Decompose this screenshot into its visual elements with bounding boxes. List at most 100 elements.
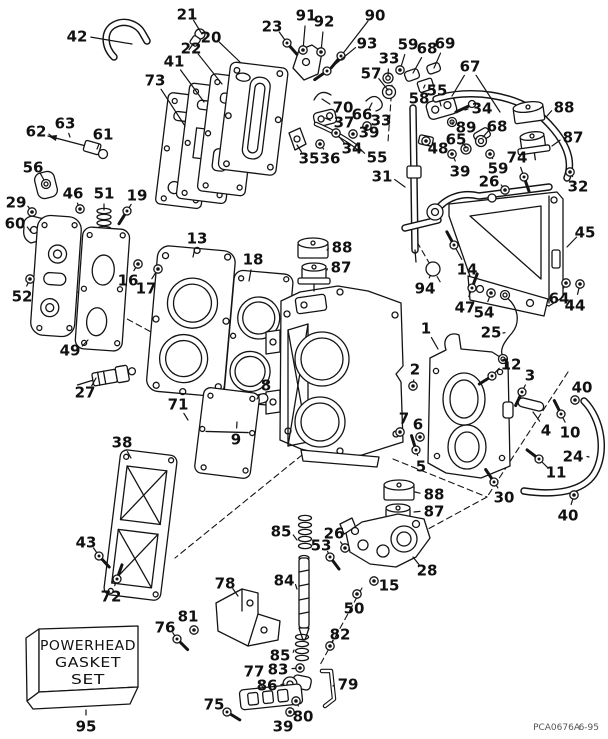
leader-line-84 xyxy=(294,583,298,590)
part-callout-83: 83 xyxy=(268,661,289,679)
part-callout-39: 39 xyxy=(273,718,294,736)
washer-nut-center-52 xyxy=(28,277,32,281)
leader-line-87 xyxy=(551,139,561,147)
part-callout-70: 70 xyxy=(333,99,354,117)
leader-line-88 xyxy=(414,491,421,494)
part-callout-63: 63 xyxy=(55,115,76,133)
temperature-sensor-21 xyxy=(188,28,206,51)
part-callout-31: 31 xyxy=(372,168,393,186)
part-callout-59: 59 xyxy=(398,36,419,54)
part-callout-87: 87 xyxy=(563,129,584,147)
part-callout-68: 68 xyxy=(487,118,508,136)
washer-nut-center-26 xyxy=(343,546,347,550)
exhaust-outer-cover-38 xyxy=(103,449,178,601)
bolt-head-center-74 xyxy=(522,175,526,179)
exhaust-plate-stack xyxy=(155,61,289,210)
part-callout-41: 41 xyxy=(164,53,185,71)
part-callout-80: 80 xyxy=(293,708,314,726)
part-callout-27: 27 xyxy=(75,384,96,402)
part-callout-26: 26 xyxy=(324,525,345,543)
washer-nut-center-36 xyxy=(318,142,322,146)
part-callout-32: 32 xyxy=(568,178,589,196)
leader-line-49 xyxy=(81,339,89,347)
leader-line-68 xyxy=(482,130,489,138)
part-callout-17: 17 xyxy=(136,280,157,298)
part-callout-45: 45 xyxy=(575,224,596,242)
leader-line-55 xyxy=(357,146,366,154)
part-callout-58: 58 xyxy=(409,90,430,108)
part-callout-60: 60 xyxy=(5,215,26,233)
part-callout-8: 8 xyxy=(261,377,271,395)
bolt-head-center-93 xyxy=(325,69,329,73)
spring-85-lower xyxy=(294,633,310,662)
part-callout-85: 85 xyxy=(271,523,292,541)
leader-line-86 xyxy=(280,683,285,686)
part-callout-55: 55 xyxy=(367,149,388,167)
shift-shaft-31 xyxy=(401,104,442,263)
revision-date: 6-95 xyxy=(579,723,599,733)
part-callout-81: 81 xyxy=(178,608,199,626)
leader-line-68 xyxy=(412,56,423,74)
spring-85-upper xyxy=(297,514,313,550)
leader-line-77 xyxy=(258,680,264,689)
washer-nut-center-16 xyxy=(136,262,140,266)
part-callout-62: 62 xyxy=(26,123,47,141)
part-callout-28: 28 xyxy=(417,562,438,580)
washer-nut-center-26 xyxy=(503,188,507,192)
exhaust-cover-20 xyxy=(217,61,289,176)
leader-line-21 xyxy=(193,19,203,35)
washer-nut-center-40 xyxy=(572,493,576,497)
leader-line-8 xyxy=(256,393,261,400)
exhaust-inner-gasket-71 xyxy=(194,387,260,479)
washer-nut-center-2 xyxy=(411,384,415,388)
leader-line-34 xyxy=(464,108,469,111)
part-callout-24: 24 xyxy=(563,448,584,466)
leader-line-93 xyxy=(326,46,357,72)
leader-line-88 xyxy=(546,110,553,117)
leader-line-69 xyxy=(433,52,442,69)
part-callout-43: 43 xyxy=(76,534,97,552)
part-callout-69: 69 xyxy=(435,35,456,53)
part-callout-38: 38 xyxy=(112,434,133,452)
part-callout-40: 40 xyxy=(572,379,593,397)
part-callout-73: 73 xyxy=(145,72,166,90)
part-callout-51: 51 xyxy=(94,185,115,203)
part-callout-89: 89 xyxy=(456,119,477,137)
part-callout-85: 85 xyxy=(270,647,291,665)
part-callout-53: 53 xyxy=(311,537,332,555)
washer-nut-center-40 xyxy=(573,398,577,402)
water-hose-42 xyxy=(102,18,151,61)
part-callout-40: 40 xyxy=(558,507,579,525)
part-callout-65: 65 xyxy=(446,131,467,149)
part-callout-11: 11 xyxy=(546,464,567,482)
leader-line-79 xyxy=(332,684,335,687)
leader-line-55 xyxy=(439,100,442,107)
bolt-head-center-43 xyxy=(97,554,101,558)
part-callout-33: 33 xyxy=(371,112,392,130)
part-callout-87: 87 xyxy=(424,503,445,521)
washer-nut-center-7 xyxy=(398,430,402,434)
washer-nut-center-50 xyxy=(355,592,359,596)
bolt-head-center-75 xyxy=(225,710,229,714)
cam-bracket-77 xyxy=(238,683,304,711)
part-callout-4: 4 xyxy=(541,422,551,440)
part-callout-92: 92 xyxy=(314,13,335,31)
part-callout-34: 34 xyxy=(472,100,493,118)
leader-line-63 xyxy=(68,132,71,138)
leader-line-87 xyxy=(413,510,421,513)
bolt-head-center-12 xyxy=(490,374,494,378)
part-callout-22: 22 xyxy=(181,40,202,58)
washer-nut-center-15 xyxy=(372,579,376,583)
part-callout-3: 3 xyxy=(525,367,535,385)
part-callout-23: 23 xyxy=(262,18,283,36)
leader-line-70 xyxy=(321,98,331,105)
part-callout-42: 42 xyxy=(67,28,88,46)
leader-line-71 xyxy=(183,412,189,421)
part-callout-54: 54 xyxy=(474,304,495,322)
bolt-head-center-23 xyxy=(285,41,289,45)
link-rod-79 xyxy=(319,668,337,709)
washer-nut-center-29 xyxy=(30,210,34,214)
